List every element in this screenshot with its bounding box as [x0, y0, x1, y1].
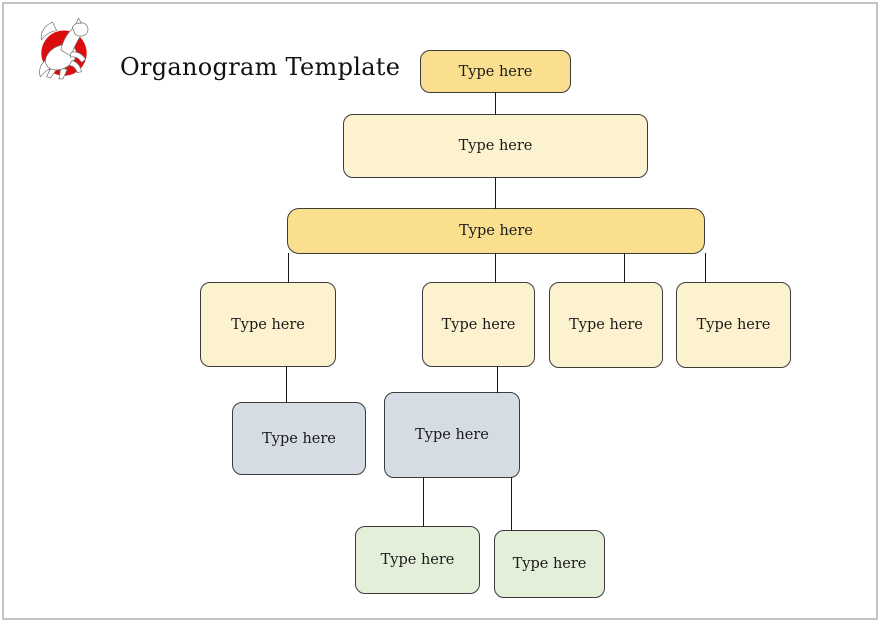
node-label: Type here — [696, 317, 771, 333]
org-node-root[interactable]: Type here — [420, 50, 571, 93]
org-node-branch-1[interactable]: Type here — [200, 282, 336, 367]
connector-line — [705, 253, 707, 283]
org-node-branch-2[interactable]: Type here — [422, 282, 535, 367]
node-label: Type here — [459, 223, 533, 239]
node-label: Type here — [415, 427, 489, 443]
node-label: Type here — [512, 556, 587, 572]
connector-line — [624, 253, 626, 283]
connector-line — [497, 366, 499, 393]
node-label: Type here — [231, 316, 305, 333]
connector-line — [286, 366, 288, 403]
connector-line — [495, 253, 497, 283]
org-node-level-3[interactable]: Type here — [287, 208, 705, 254]
connector-line — [495, 177, 497, 209]
node-label: Type here — [569, 317, 643, 333]
node-label: Type here — [380, 552, 455, 568]
connector-line — [511, 477, 513, 531]
node-label: Type here — [458, 63, 533, 80]
node-label: Type here — [262, 430, 336, 447]
org-node-branch-3[interactable]: Type here — [549, 282, 663, 368]
org-node-leaf-1[interactable]: Type here — [355, 526, 480, 594]
page-title: Organogram Template — [120, 53, 401, 81]
connector-line — [495, 92, 497, 115]
connector-line — [423, 477, 425, 527]
org-node-sub-1[interactable]: Type here — [232, 402, 366, 475]
node-label: Type here — [458, 138, 533, 154]
node-label: Type here — [441, 316, 516, 333]
horse-logo-icon — [39, 17, 89, 80]
org-node-leaf-2[interactable]: Type here — [494, 530, 605, 598]
connector-line — [288, 253, 290, 283]
org-node-sub-2[interactable]: Type here — [384, 392, 520, 478]
org-node-branch-4[interactable]: Type here — [676, 282, 791, 368]
org-node-level-2[interactable]: Type here — [343, 114, 648, 178]
